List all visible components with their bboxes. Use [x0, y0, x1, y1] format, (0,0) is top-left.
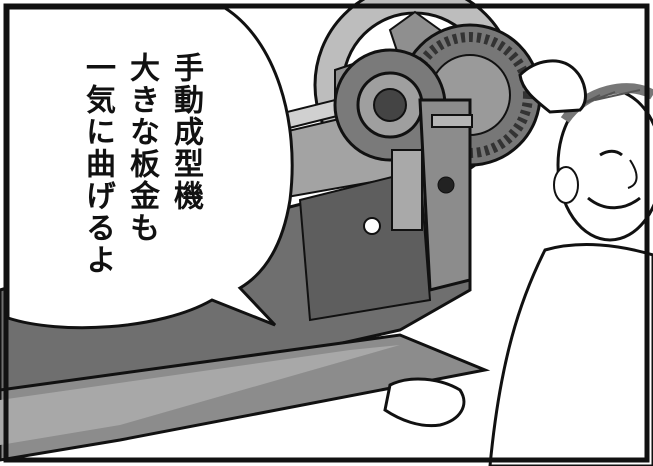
speech-line-1: 手動成型機	[168, 52, 203, 212]
frame-plate	[363, 98, 473, 292]
sheet-metal	[0, 333, 491, 462]
speech-bubble-text: 手動成型機 大きな板金も 一気に曲げるよ	[75, 52, 207, 352]
speech-line-2: 大きな板金も	[124, 52, 159, 244]
speech-line-3: 一気に曲げるよ	[80, 52, 115, 276]
man-figure	[383, 59, 653, 466]
speech-bubble	[6, 6, 294, 330]
